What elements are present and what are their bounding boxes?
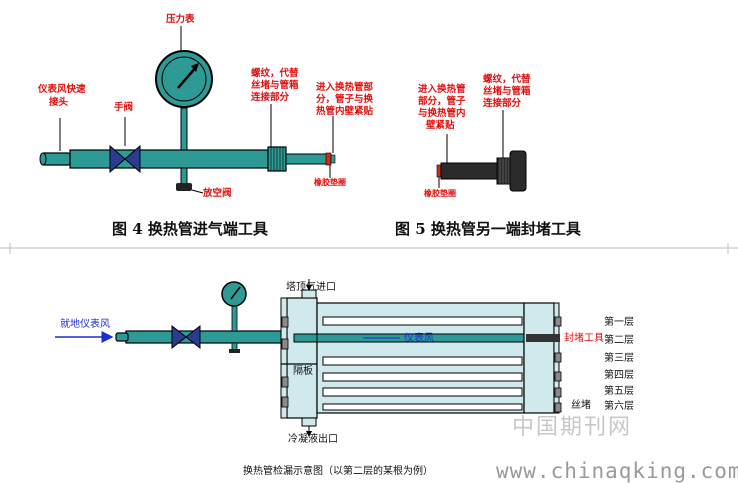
inlet-pipe (125, 330, 295, 344)
fig4-label-vent-valve: 放空阀 (202, 187, 232, 199)
fig4-label-thread-3: 连接部分 (251, 91, 290, 103)
diagram-caption: 换热管检漏示意图（以第二层的某根为例） (243, 464, 433, 477)
fig5-label-thread-3: 连接部分 (483, 97, 522, 109)
fig5-plug-tool: 进入换热管 部分，管子 与换热管内 壁紧贴 螺纹，代替 丝堵与管箱 连接部分 橡… (418, 73, 531, 198)
label-plug: 丝堵 (571, 398, 591, 411)
label-ground-air: 就地仪表风 (60, 317, 110, 330)
tube-bundle (322, 316, 523, 411)
fig4-hand-valve (109, 144, 126, 174)
watermark-cn: 中国期刊网 (512, 415, 632, 440)
fig4-label-enter-3: 热管内壁紧贴 (316, 105, 374, 117)
fig4-caption: 图 4 换热管进气端工具 (112, 220, 268, 238)
layer-3: 第三层 (604, 351, 634, 364)
fig4-label-hand-valve: 手阀 (114, 101, 133, 113)
label-top-vent: 塔顶气进口 (286, 280, 336, 293)
fig5-label-rubber-ring: 橡胶垫圈 (424, 188, 456, 198)
fig4-label-enter-2: 分，管子与换 (316, 93, 374, 105)
layer-1: 第一层 (604, 315, 634, 328)
fig5-label-enter-2: 部分，管子 (418, 95, 466, 107)
leak-test-diagram: 就地仪表风 (55, 279, 634, 477)
inlet-valve (171, 324, 187, 350)
label-baffle: 隔板 (293, 364, 313, 377)
fig4-label-thread-2: 丝堵与管箱 (251, 79, 299, 91)
fig4-label-quick-connector-1: 仪表风快速 (37, 83, 86, 95)
watermark-url: www.chinaqking.com (496, 459, 738, 483)
fig4-inlet-tool: 压力表 仪表风快速 接头 手阀 螺纹，代替 丝堵与管箱 连接部分 进入换热管部 … (37, 13, 374, 199)
fig5-label-enter-4: 壁紧贴 (426, 119, 455, 131)
fig5-head (509, 150, 527, 192)
layer-2: 第二层 (604, 333, 634, 346)
fig5-shaft (440, 162, 500, 180)
fig4-label-thread-1: 螺纹，代替 (251, 67, 299, 79)
left-channel-box (286, 297, 318, 419)
fig4-label-rubber-ring: 橡胶垫圈 (314, 177, 346, 187)
fig4-rubber-ring (325, 152, 332, 166)
label-condensate: 冷凝液出口 (288, 432, 338, 445)
fig4-gauge-needle (177, 65, 198, 89)
layer-5: 第五层 (604, 384, 634, 397)
fig5-label-enter-1: 进入换热管 (418, 83, 466, 95)
label-instrument-air: 仪表风 (404, 331, 434, 344)
fig4-vent-valve (176, 183, 192, 191)
fig5-caption: 图 5 换热管另一端封堵工具 (395, 220, 581, 238)
fig4-label-enter-1: 进入换热管部 (316, 81, 374, 93)
fig4-thin-tube (285, 153, 329, 165)
fig4-main-pipe (69, 149, 271, 169)
fig5-label-enter-3: 与换热管内 (418, 107, 466, 119)
fig5-label-thread-2: 丝堵与管箱 (483, 85, 531, 97)
fig5-label-thread-1: 螺纹，代替 (483, 73, 531, 85)
plug-tool (526, 334, 560, 342)
layer-6: 第六层 (604, 399, 634, 412)
label-plug-tool: 封堵工具 (564, 331, 604, 344)
fig4-label-pressure-gauge: 压力表 (166, 13, 195, 25)
layer-4: 第四层 (604, 368, 634, 381)
right-channel-box (523, 302, 555, 414)
fig5-rubber-ring (436, 164, 442, 178)
right-plugs (554, 316, 562, 413)
fig4-label-quick-connector-2: 接头 (49, 96, 69, 108)
